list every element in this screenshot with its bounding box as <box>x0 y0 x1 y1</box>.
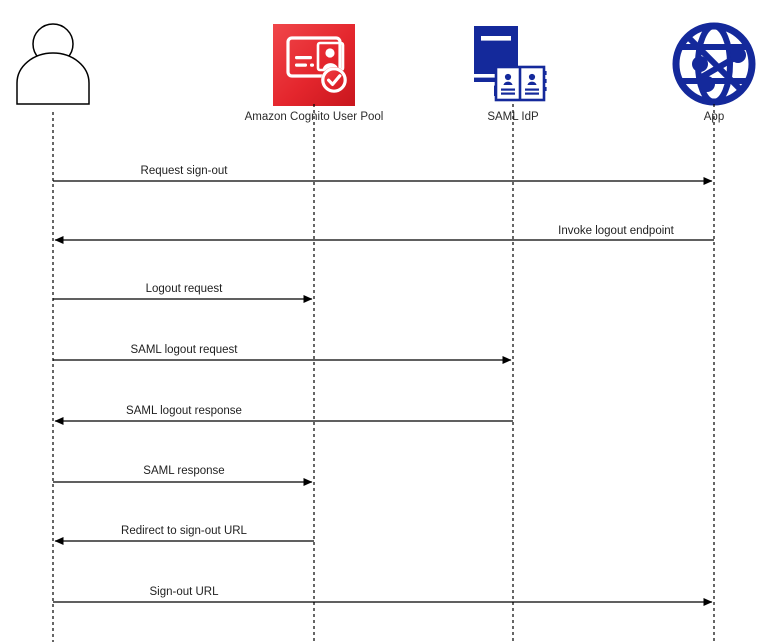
saml-idp-directory-icon <box>474 26 547 102</box>
message-label: Redirect to sign-out URL <box>121 525 248 537</box>
participant-label-idp: SAML IdP <box>487 111 539 123</box>
app-globe-network-icon <box>672 22 756 106</box>
participant-cognito[interactable]: Amazon Cognito User Pool <box>245 24 384 642</box>
participant-app[interactable]: App <box>672 22 756 642</box>
message-logout-request[interactable]: Logout request <box>53 283 313 304</box>
amazon-cognito-user-pool-icon <box>273 24 355 106</box>
message-label: Logout request <box>146 283 224 295</box>
message-saml-logout-response[interactable]: SAML logout response <box>54 405 513 426</box>
message-saml-response[interactable]: SAML response <box>53 465 313 487</box>
message-label: Invoke logout endpoint <box>558 225 675 237</box>
participant-user[interactable] <box>16 23 90 642</box>
message-label: SAML logout response <box>126 405 242 417</box>
message-label: SAML logout request <box>131 344 239 356</box>
message-label: SAML response <box>143 465 224 477</box>
participant-label-cognito: Amazon Cognito User Pool <box>245 111 384 123</box>
message-label: Sign-out URL <box>149 586 219 598</box>
message-label: Request sign-out <box>141 165 229 177</box>
message-request-sign-out[interactable]: Request sign-out <box>53 165 713 186</box>
participant-label-app: App <box>704 111 724 123</box>
message-redirect-to-sign-out-url[interactable]: Redirect to sign-out URL <box>54 525 314 546</box>
message-saml-logout-request[interactable]: SAML logout request <box>53 344 512 365</box>
message-sign-out-url[interactable]: Sign-out URL <box>53 586 713 607</box>
participant-idp[interactable]: SAML IdP <box>474 26 547 642</box>
user-actor-icon <box>16 23 90 105</box>
message-invoke-logout-endpoint[interactable]: Invoke logout endpoint <box>54 225 714 245</box>
